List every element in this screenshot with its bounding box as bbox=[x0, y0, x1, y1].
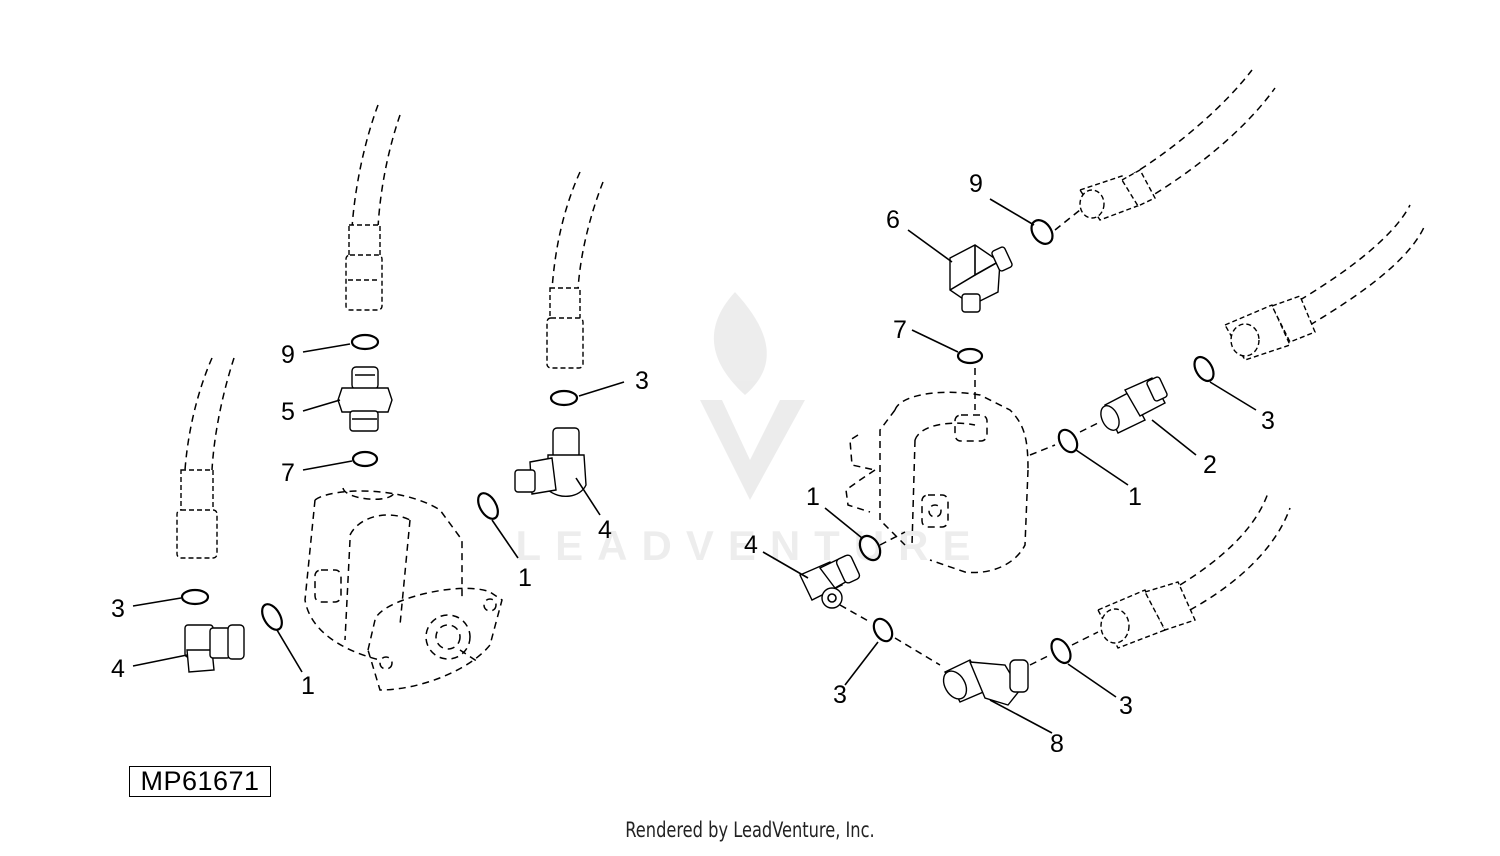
hose-right-lower bbox=[1097, 492, 1291, 649]
oring-7-left bbox=[351, 450, 379, 468]
callout-L7: 7 bbox=[281, 459, 295, 487]
pump-body-left bbox=[304, 487, 503, 691]
oring-9-left bbox=[350, 333, 380, 351]
oring-1-left-b bbox=[261, 603, 283, 631]
flame-v-logo-icon bbox=[700, 292, 805, 500]
oring-1-right-a bbox=[1057, 428, 1079, 454]
figure-id-box: MP61671 bbox=[129, 766, 271, 797]
oring-1-left-a bbox=[477, 492, 499, 520]
adapter-5-fitting bbox=[337, 366, 393, 432]
hose-left-top bbox=[345, 104, 401, 311]
elbow-4-fitting-left-upper bbox=[514, 427, 587, 497]
callout-L1b: 1 bbox=[518, 564, 532, 592]
callout-L9: 9 bbox=[281, 341, 295, 369]
hose-right-middle bbox=[1224, 204, 1426, 361]
oring-3-right-c bbox=[1050, 637, 1072, 665]
callout-R9: 9 bbox=[969, 170, 983, 198]
watermark-text: LEADVENTURE bbox=[515, 522, 985, 569]
render-credit: Rendered by LeadVenture, Inc. bbox=[625, 818, 875, 842]
assembly-centerlines bbox=[839, 209, 1101, 666]
callout-L4a: 4 bbox=[111, 655, 125, 683]
elbow-4-fitting-right bbox=[799, 554, 861, 609]
oring-3-left-far bbox=[180, 588, 210, 606]
elbow-8-fitting bbox=[942, 659, 1029, 706]
pump-body-right bbox=[845, 391, 1029, 574]
oring-3-left-right bbox=[549, 389, 579, 407]
oring-3-right-b bbox=[872, 617, 894, 643]
callout-R6: 6 bbox=[886, 206, 900, 234]
callout-R4: 4 bbox=[744, 531, 758, 559]
callout-L3a: 3 bbox=[111, 595, 125, 623]
oring-9-right bbox=[1030, 219, 1054, 245]
callout-R2: 2 bbox=[1203, 451, 1217, 479]
callout-labels: 9 5 7 3 4 1 1 3 4 9 6 7 3 2 1 1 4 3 8 3 bbox=[111, 170, 1275, 758]
callout-L1a: 1 bbox=[301, 672, 315, 700]
callout-R1a: 1 bbox=[1128, 483, 1142, 511]
hose-right-top bbox=[1078, 69, 1276, 221]
callout-R3a: 3 bbox=[1261, 407, 1275, 435]
callout-L5: 5 bbox=[281, 398, 295, 426]
oring-7-right bbox=[956, 347, 984, 365]
adapter-2-fitting bbox=[1100, 376, 1168, 434]
callout-L4b: 4 bbox=[598, 516, 612, 544]
elbow-6-fitting bbox=[949, 244, 1013, 313]
hose-left-far bbox=[176, 357, 235, 559]
callout-R1b: 1 bbox=[806, 483, 820, 511]
callout-L3b: 3 bbox=[635, 367, 649, 395]
hose-left-right bbox=[546, 171, 604, 369]
callout-R8: 8 bbox=[1050, 730, 1064, 758]
callout-R3b: 3 bbox=[833, 681, 847, 709]
oring-3-right-a bbox=[1193, 355, 1215, 383]
callout-R7: 7 bbox=[893, 316, 907, 344]
elbow-4-fitting-left-lower bbox=[184, 624, 245, 673]
oring-1-right-b bbox=[858, 534, 882, 562]
callout-R3c: 3 bbox=[1119, 692, 1133, 720]
leader-lines bbox=[132, 198, 1257, 734]
